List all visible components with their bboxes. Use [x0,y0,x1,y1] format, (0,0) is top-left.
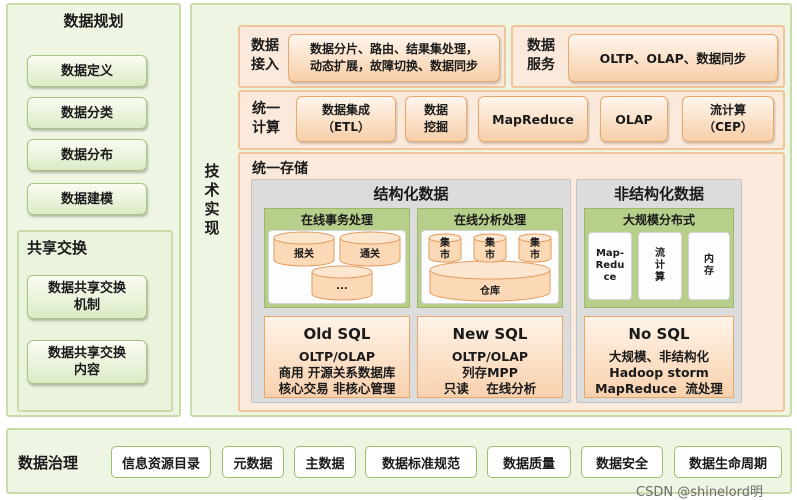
no-sql-line-1: 大规模、非结构化 [608,349,709,364]
governance-item-master-data[interactable]: 主数据 [294,446,356,478]
new-sql-title: New SQL [452,325,528,343]
no-sql-line-2: Hadoop storm [609,365,709,380]
compute-mapreduce[interactable]: MapReduce [478,96,588,142]
compute-label: 统一 计算 [252,101,280,136]
access-content[interactable]: 数据分片、路由、结果集处理， 动态扩展，故障切换、数据同步 [288,34,500,82]
oltp-cylinder-tongguan: 通关 [360,249,380,260]
old-sql-line-1: OLTP/OLAP [298,349,376,364]
storage-label: 统一存储 [252,161,308,177]
planning-title: 数据规划 [63,11,124,30]
governance-item-metadata[interactable]: 元数据 [222,446,284,478]
compute-olap[interactable]: OLAP [600,96,668,142]
planning-item-modeling[interactable]: 数据建模 [27,183,147,215]
planning-item-definition[interactable]: 数据定义 [27,55,147,87]
governance-title: 数据治理 [18,453,79,472]
access-label: 数据 接入 [251,38,279,73]
distributed-title: 大规模分布式 [622,212,695,227]
oltp-cylinder-baoguan: 报关 [294,249,314,260]
olap-warehouse: 仓库 [480,286,500,297]
compute-mining[interactable]: 数据 挖掘 [405,96,467,142]
no-sql-box[interactable]: No SQL 大规模、非结构化 Hadoop storm MapReduce 流… [584,316,734,398]
governance-item-catalog[interactable]: 信息资源目录 [111,446,211,478]
distributed-stream[interactable]: 流 计 算 [638,232,682,300]
old-sql-line-2: 商用 开源关系数据库 [278,365,396,380]
governance-item-quality[interactable]: 数据质量 [487,446,571,478]
distributed-mapreduce[interactable]: Map- Redu ce [588,232,632,300]
service-label: 数据 服务 [527,38,555,73]
olap-title: 在线分析处理 [453,212,526,227]
planning-item-classification[interactable]: 数据分类 [27,97,147,129]
new-sql-line-3: 只读 在线分析 [443,381,537,396]
service-content[interactable]: OLTP、OLAP、数据同步 [568,34,778,82]
olap-mart-3: 集 市 [530,238,540,261]
structured-title: 结构化数据 [373,184,449,203]
tech-label: 技 术 实 现 [204,162,220,237]
planning-item-distribution[interactable]: 数据分布 [27,139,147,171]
old-sql-title: Old SQL [303,325,371,343]
compute-cep[interactable]: 流计算 （CEP） [682,96,774,142]
old-sql-line-3: 核心交易 非核心管理 [278,381,396,396]
sharing-item-content[interactable]: 数据共享交换 内容 [27,340,147,384]
new-sql-line-1: OLTP/OLAP [451,349,529,364]
watermark-text: CSDN @shinelord明 [636,485,763,500]
governance-item-security[interactable]: 数据安全 [581,446,663,478]
sharing-title: 共享交换 [27,238,88,257]
distributed-memory[interactable]: 内 存 [688,232,730,300]
compute-etl[interactable]: 数据集成 （ETL） [296,96,396,142]
no-sql-line-3: MapReduce 流处理 [595,381,723,396]
old-sql-box[interactable]: Old SQL OLTP/OLAP 商用 开源关系数据库 核心交易 非核心管理 [264,316,410,398]
olap-warehouse-shapes [428,233,552,302]
no-sql-title: No SQL [628,325,690,343]
oltp-cylinder-more: ... [336,281,348,292]
sharing-item-mechanism[interactable]: 数据共享交换 机制 [27,275,147,319]
olap-mart-1: 集 市 [440,238,450,261]
new-sql-box[interactable]: New SQL OLTP/OLAP 列存MPP 只读 在线分析 [417,316,563,398]
unstructured-title: 非结构化数据 [613,184,704,203]
oltp-cylinders [273,231,401,301]
olap-mart-2: 集 市 [485,238,495,261]
oltp-title: 在线事务处理 [300,212,373,227]
governance-item-standards[interactable]: 数据标准规范 [365,446,477,478]
governance-item-lifecycle[interactable]: 数据生命周期 [674,446,782,478]
new-sql-line-2: 列存MPP [462,365,518,380]
